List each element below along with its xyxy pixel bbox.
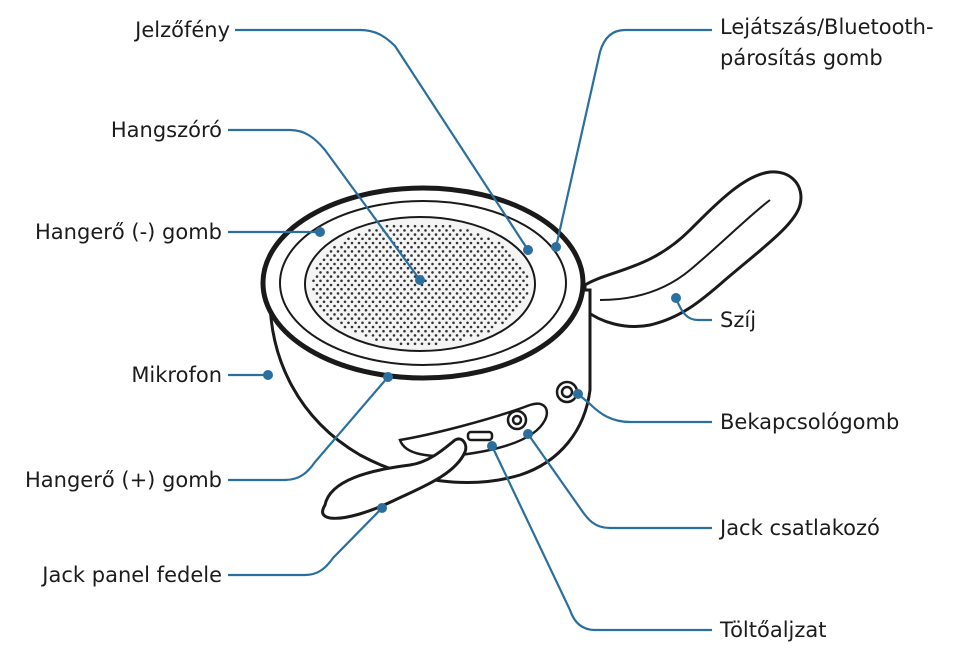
label-power-button: Bekapcsológomb	[720, 410, 900, 434]
label-volume-up: Hangerő (+) gomb	[25, 468, 222, 492]
leader-speaker	[228, 128, 421, 281]
leader-play-pairing	[554, 28, 712, 248]
leader-endpoints	[263, 227, 681, 513]
speaker-grille	[312, 224, 529, 346]
label-strap: Szíj	[720, 308, 757, 332]
leader-power	[577, 393, 712, 424]
strap-shape	[583, 170, 803, 329]
jack-cover-shape	[321, 437, 468, 520]
leader-charging-port	[491, 445, 712, 632]
speaker-body	[260, 185, 592, 484]
leader-volume-up	[228, 376, 389, 482]
label-charging-port: Töltőaljzat	[720, 618, 827, 642]
label-volume-down: Hangerő (-) gomb	[35, 220, 222, 244]
label-play-pairing-line1: Lejátszás/Bluetooth-	[720, 15, 934, 39]
leader-lines	[228, 28, 712, 632]
leader-indicator-light	[235, 28, 529, 251]
label-microphone: Mikrofon	[131, 363, 222, 387]
leader-jack-cover	[228, 507, 383, 577]
leader-jack-connector	[527, 433, 712, 530]
label-jack-connector: Jack csatlakozó	[720, 516, 880, 540]
label-indicator-light: Jelzőfény	[135, 18, 230, 42]
label-speaker: Hangszóró	[110, 118, 222, 142]
label-play-pairing-line2: párosítás gomb	[720, 46, 883, 70]
label-jack-panel-cover: Jack panel fedele	[42, 563, 222, 587]
